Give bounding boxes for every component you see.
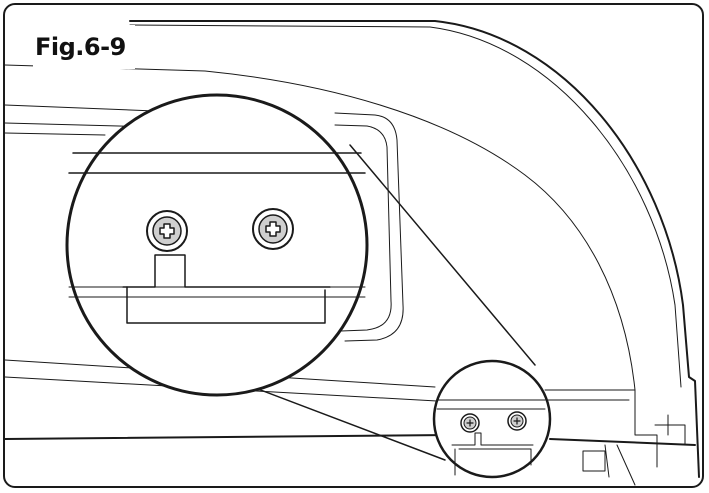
- base-line: [604, 444, 610, 478]
- screw-icon: [146, 210, 188, 252]
- base-line: [544, 389, 658, 468]
- housing-outline: [129, 20, 700, 478]
- base-line: [549, 438, 696, 446]
- panel-line: [5, 64, 636, 391]
- base-line: [582, 450, 606, 472]
- magnifier-circle: [65, 93, 369, 397]
- base-line: [5, 434, 451, 440]
- figure-label: Fig.6-9: [33, 25, 135, 69]
- base-line: [616, 444, 636, 486]
- panel-line: [5, 104, 156, 112]
- figure-frame: Fig.6-9: [3, 3, 704, 488]
- base-line: [654, 424, 686, 446]
- leader-line: [349, 144, 536, 366]
- recess-outline: [334, 124, 392, 332]
- recess-outline: [334, 112, 404, 342]
- detail-circle: [432, 359, 552, 479]
- housing-inner-line: [129, 24, 682, 388]
- device-illustration: [5, 20, 700, 486]
- screw-icon: [507, 411, 527, 431]
- panel-line: [5, 132, 106, 136]
- screw-icon: [460, 413, 480, 433]
- screw-icon: [252, 208, 294, 250]
